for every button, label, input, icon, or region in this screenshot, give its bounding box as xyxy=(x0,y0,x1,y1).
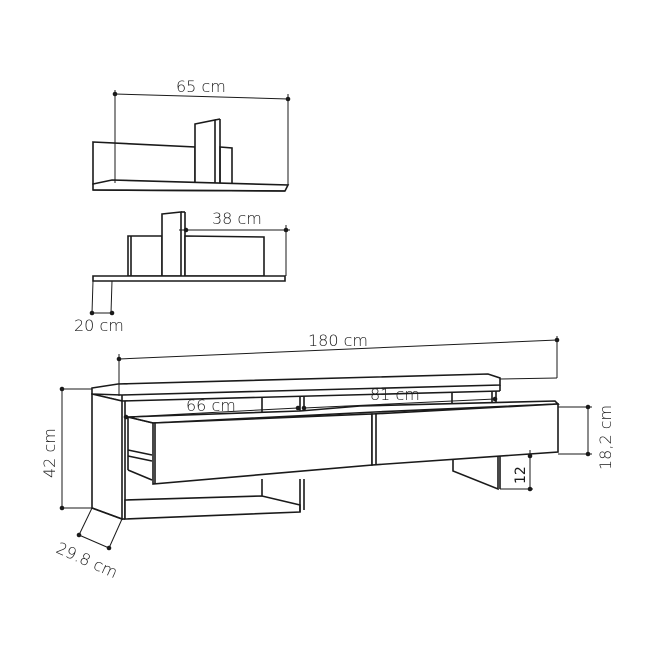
dimension-line-29-8 xyxy=(78,534,110,549)
upper-shelf-tall-divider xyxy=(194,119,216,185)
lower-shelf-left-panel xyxy=(127,235,163,277)
tv-unit-drawer-left[interactable] xyxy=(152,413,373,485)
lower-shelf-base-board xyxy=(92,275,286,282)
label-left-compartment: 66 cm xyxy=(186,396,236,415)
lower-shelf-right-panel xyxy=(184,235,265,277)
label-shelf1-width: 65 cm xyxy=(176,77,226,96)
tv-unit-drawer-right[interactable] xyxy=(371,403,559,466)
upper-shelf-small-riser xyxy=(219,146,233,185)
tv-unit-right-leg xyxy=(452,455,499,491)
label-drawer-height: 18,2 cm xyxy=(596,405,615,470)
label-unit-width: 180 cm xyxy=(308,331,368,350)
tv-unit-top-slab xyxy=(91,373,501,396)
dimension-line-180 xyxy=(118,339,558,360)
lower-shelf-tall-divider xyxy=(161,211,182,277)
dimension-line-66 xyxy=(125,407,299,418)
label-shelf2-depth: 20 cm xyxy=(74,316,124,335)
label-unit-height: 42 cm xyxy=(40,428,59,478)
upper-shelf-back-panel xyxy=(92,141,196,185)
label-shelf2-width: 38 cm xyxy=(212,209,262,228)
label-right-compartment: 81 cm xyxy=(370,385,420,404)
label-leg-height: 12 xyxy=(513,466,529,484)
upper-wall-shelf: 65 cm xyxy=(92,77,291,192)
tv-unit-bottom-shelf xyxy=(124,495,301,520)
dimension-line-65 xyxy=(114,93,289,100)
tv-unit-left-side xyxy=(91,392,123,521)
upper-shelf-base-board xyxy=(92,179,290,192)
dimension-line-81 xyxy=(303,398,496,409)
tv-unit: 180 cm 66 cm 81 cm 42 cm 29.8 cm 18,2 cm xyxy=(40,331,615,582)
lower-wall-shelf: 38 cm 20 cm xyxy=(74,209,290,335)
